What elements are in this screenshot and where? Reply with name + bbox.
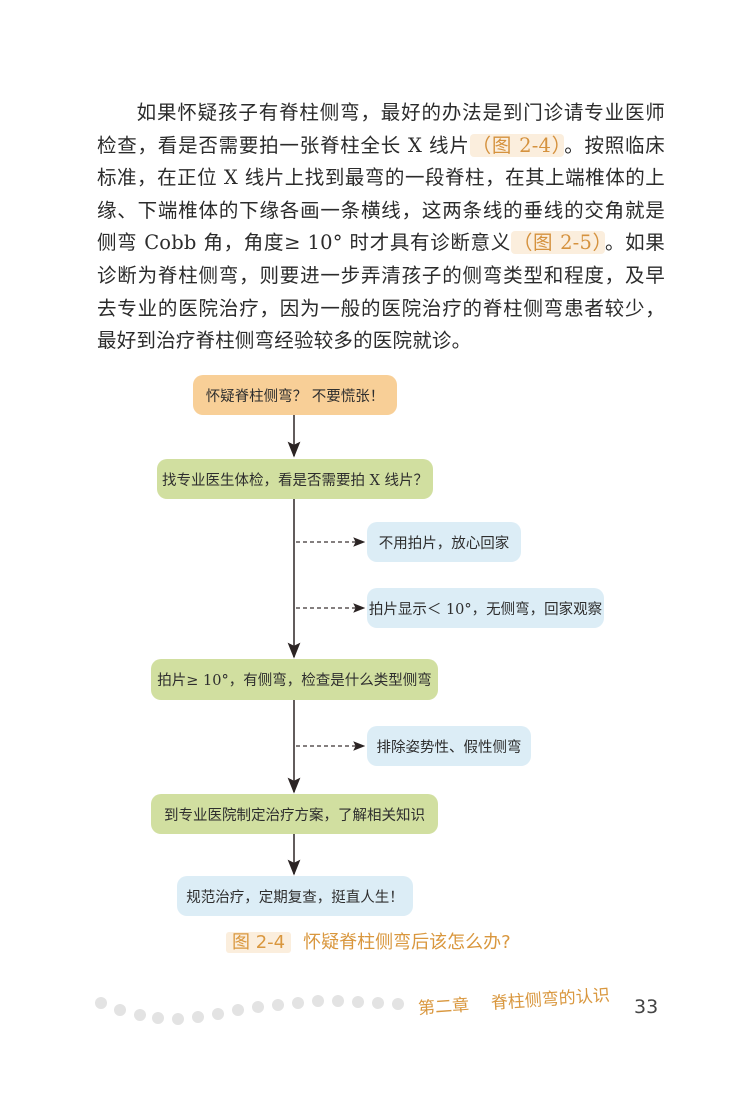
chapter-label: 第二章 xyxy=(417,995,470,1019)
decorative-dot xyxy=(172,1013,184,1025)
flow-step-label: 不用拍片，放心回家 xyxy=(378,535,510,552)
flow-step-treat: 规范治疗，定期复查，挺直人生！ xyxy=(177,876,413,916)
figure-ref-2-4[interactable]: （图 2-4） xyxy=(469,133,565,157)
body-text-part2: 。按照临床标准，在正位 X 线片上找到最弯的一段脊柱，在其上端椎体的上缘、下端椎… xyxy=(97,133,665,255)
flow-step-label: 找专业医生体检，看是否需要拍 X 线片？ xyxy=(161,472,429,489)
decorative-dot xyxy=(95,997,107,1009)
decorative-dot xyxy=(212,1008,224,1020)
figure-caption: 图 2-4 怀疑脊柱侧弯后该怎么办? xyxy=(226,928,511,954)
decorative-dot xyxy=(312,995,324,1007)
flow-step-plan: 到专业医院制定治疗方案，了解相关知识 xyxy=(151,794,438,834)
flow-step-label: 拍片≥ 10°，有侧弯，检查是什么类型侧弯 xyxy=(157,673,432,689)
page-number: 33 xyxy=(634,996,659,1018)
flow-step-start: 怀疑脊柱侧弯？ 不要慌张！ xyxy=(193,375,397,415)
decorative-dot xyxy=(272,999,284,1011)
flow-step-label: 规范治疗，定期复查，挺直人生！ xyxy=(186,889,404,906)
flow-step-no-xray: 不用拍片，放心回家 xyxy=(367,522,521,562)
flow-step-label: 排除姿势性、假性侧弯 xyxy=(376,739,522,756)
decorative-dot xyxy=(372,997,384,1009)
decorative-dot xyxy=(352,996,364,1008)
decorative-dot xyxy=(134,1009,146,1021)
decorative-dot xyxy=(152,1012,164,1024)
body-text-part3: 。如果诊断为脊柱侧弯，则要进一步弄清孩子的侧弯类型和程度，及早去专业的医院治疗，… xyxy=(97,231,665,353)
flow-step-under-10: 拍片显示＜ 10°，无侧弯，回家观察 xyxy=(367,588,604,628)
body-text-part1: 如果怀疑孩子有脊柱侧弯，最好的办法是到门诊请专业医师检查，看是否需要拍一张脊柱全… xyxy=(97,101,665,157)
body-paragraph: 如果怀疑孩子有脊柱侧弯，最好的办法是到门诊请专业医师检查，看是否需要拍一张脊柱全… xyxy=(97,97,665,358)
figure-ref-2-5[interactable]: （图 2-5） xyxy=(510,231,605,255)
decorative-dot xyxy=(252,1001,264,1013)
decorative-dot xyxy=(232,1004,244,1016)
figure-number: 图 2-4 xyxy=(226,932,292,953)
flow-step-label: 到专业医院制定治疗方案，了解相关知识 xyxy=(164,807,425,824)
decorative-dot xyxy=(114,1004,126,1016)
decorative-dot xyxy=(192,1011,204,1023)
decorative-dot xyxy=(292,997,304,1009)
figure-title: 怀疑脊柱侧弯后该怎么办? xyxy=(303,932,511,953)
flow-step-exam: 找专业医生体检，看是否需要拍 X 线片？ xyxy=(157,459,433,499)
flow-step-label: 拍片显示＜ 10°，无侧弯，回家观察 xyxy=(368,601,603,618)
flow-step-over-10: 拍片≥ 10°，有侧弯，检查是什么类型侧弯 xyxy=(151,659,438,700)
decorative-dot xyxy=(392,998,404,1010)
flow-step-label: 怀疑脊柱侧弯？ 不要慌张！ xyxy=(205,388,385,405)
decorative-dot xyxy=(332,995,344,1007)
flow-step-exclude: 排除姿势性、假性侧弯 xyxy=(367,726,531,766)
